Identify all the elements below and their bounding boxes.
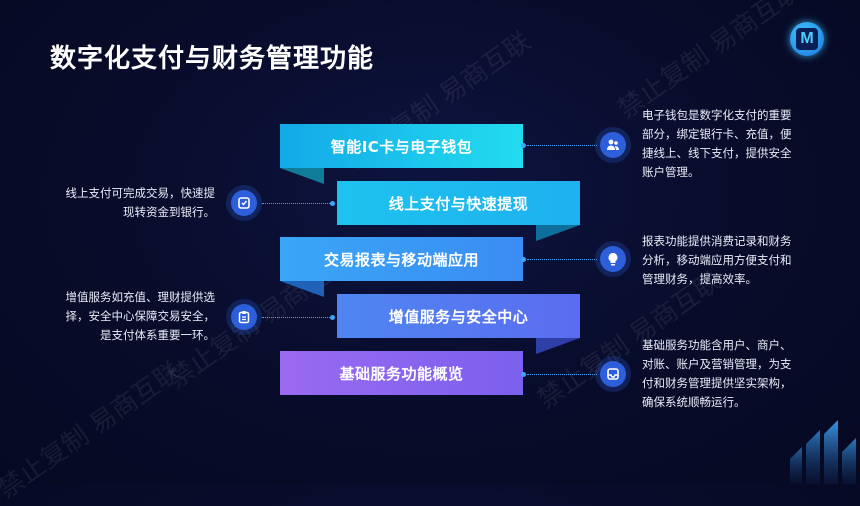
ribbon-fold (536, 225, 580, 241)
corner-decoration (790, 420, 856, 484)
watermark: 禁止复制 易商互联 (0, 356, 187, 505)
logo: M (790, 22, 824, 56)
connector-dot (521, 143, 526, 148)
ribbon-label: 线上支付与快速提现 (388, 194, 529, 213)
description-reports: 报表功能提供消费记录和财务分析，移动端应用方便支付和管理财务，提高效率。 (642, 234, 792, 286)
ribbon-fold (536, 338, 580, 354)
lightbulb-icon (608, 253, 618, 266)
users-icon (607, 139, 619, 150)
connector-line (262, 203, 330, 204)
ribbon-reports-mobile[interactable]: 交易报表与移动端应用 (280, 237, 523, 281)
ribbon-fold (280, 168, 324, 184)
connector-line (527, 374, 597, 375)
node-clipboard (231, 304, 257, 330)
description-value-added: 增值服务如充值、理财提供选择，安全中心保障交易安全，是支付体系重要一环。 (65, 290, 216, 342)
page-title: 数字化支付与财务管理功能 (50, 44, 375, 74)
ribbon-fold (280, 281, 324, 297)
wallet-icon (238, 197, 250, 209)
node-lightbulb (600, 246, 626, 272)
ribbon-online-payment[interactable]: 线上支付与快速提现 (337, 181, 580, 225)
ribbon-value-added-security[interactable]: 增值服务与安全中心 (337, 294, 580, 338)
connector-dot (330, 201, 335, 206)
connector-line (262, 317, 330, 318)
ribbon-label: 基础服务功能概览 (339, 364, 464, 383)
ribbon-label: 交易报表与移动端应用 (323, 250, 479, 269)
logo-letter: M (796, 28, 818, 50)
ribbon-label: 增值服务与安全中心 (388, 307, 529, 326)
connector-line (527, 259, 597, 260)
ribbon-basic-services[interactable]: 基础服务功能概览 (280, 351, 523, 395)
description-basic-services: 基础服务功能含用户、商户、对账、账户及营销管理，为支付和财务管理提供坚实架构，确… (642, 338, 792, 409)
description-online-payment: 线上支付可完成交易，快速提现转资金到银行。 (65, 186, 216, 219)
ribbon-label: 智能IC卡与电子钱包 (330, 137, 473, 156)
inbox-icon (607, 368, 619, 380)
connector-dot (521, 372, 526, 377)
connector-dot (521, 257, 526, 262)
clipboard-icon (238, 311, 250, 324)
node-wallet (231, 190, 257, 216)
node-inbox (600, 361, 626, 387)
node-users (600, 132, 626, 158)
description-e-wallet: 电子钱包是数字化支付的重要部分，绑定银行卡、充值，便捷线上、线下支付，提供安全账… (642, 108, 792, 179)
ribbon-smart-card[interactable]: 智能IC卡与电子钱包 (280, 124, 523, 168)
connector-line (527, 145, 597, 146)
connector-dot (330, 315, 335, 320)
